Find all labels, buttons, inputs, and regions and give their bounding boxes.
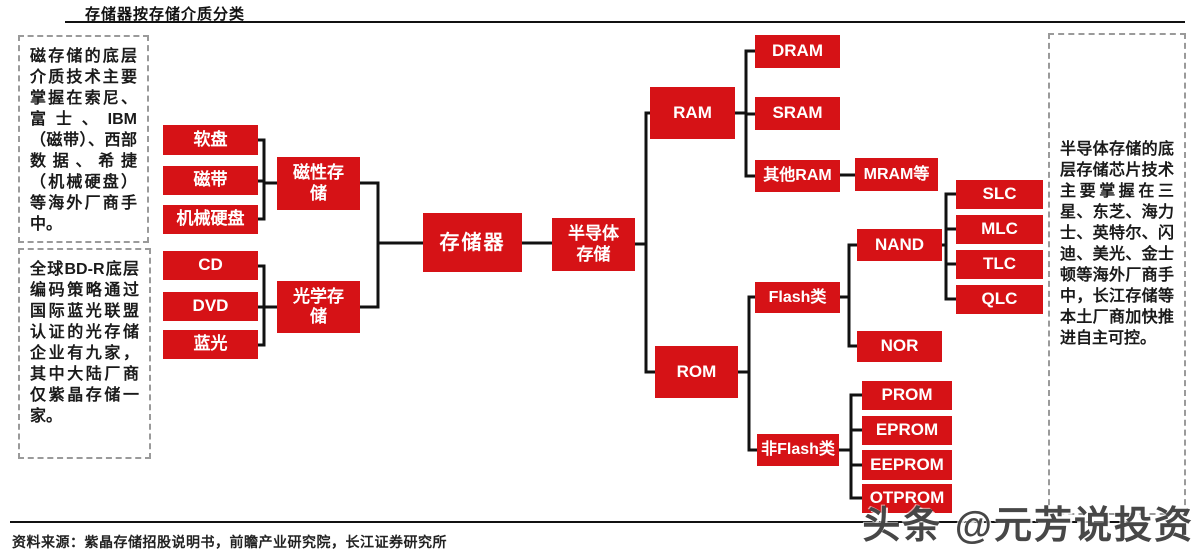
- node-qlc: QLC: [956, 285, 1043, 314]
- node-flash-type: Flash类: [755, 282, 840, 313]
- node-other-ram: 其他RAM: [755, 160, 840, 192]
- node-rom: ROM: [655, 346, 738, 398]
- node-tlc: TLC: [956, 250, 1043, 279]
- node-slc: SLC: [956, 180, 1043, 209]
- node-dram: DRAM: [755, 35, 840, 68]
- node-blu-ray: 蓝光: [163, 330, 258, 359]
- node-ram: RAM: [650, 87, 735, 139]
- node-mlc: MLC: [956, 215, 1043, 244]
- node-semiconductor-storage: 半导体存储: [552, 218, 635, 271]
- page-title: 存储器按存储介质分类: [85, 6, 246, 23]
- node-dvd: DVD: [163, 292, 258, 321]
- node-optical-storage: 光学存储: [277, 281, 360, 333]
- note-semiconductor-panel: 半导体存储的底层存储芯片技术主要掌握在三星、东芝、海力士、英特尔、闪迪、美光、金…: [1048, 33, 1186, 515]
- node-nor: NOR: [857, 331, 942, 362]
- note-semiconductor-text: 半导体存储的底层存储芯片技术主要掌握在三星、东芝、海力士、英特尔、闪迪、美光、金…: [1060, 140, 1174, 347]
- node-eprom: EPROM: [862, 416, 952, 445]
- node-otprom: OTPROM: [862, 484, 952, 513]
- footer-rule: [10, 521, 1132, 523]
- toutiao-watermark: 头条 @元芳说投资: [862, 505, 1194, 547]
- note-magnetic-panel: 磁存储的底层介质技术主要掌握在索尼、富士、IBM（磁带）、西部数据、希捷（机械硬…: [18, 35, 149, 243]
- node-hdd: 机械硬盘: [163, 205, 258, 234]
- node-sram: SRAM: [755, 97, 840, 130]
- node-prom: PROM: [862, 381, 952, 410]
- note-optical-panel: 全球BD-R底层编码策略通过国际蓝光联盟认证的光存储企业有九家，其中大陆厂商仅紫…: [18, 248, 151, 459]
- node-non-flash-type: 非Flash类: [757, 434, 839, 466]
- node-cd: CD: [163, 251, 258, 280]
- node-mram: MRAM等: [855, 158, 938, 191]
- node-floppy-disk: 软盘: [163, 125, 258, 155]
- node-magnetic-tape: 磁带: [163, 166, 258, 195]
- node-memory-root: 存储器: [423, 213, 522, 272]
- title-underline: [65, 21, 1185, 23]
- note-magnetic-text: 磁存储的底层介质技术主要掌握在索尼、富士、IBM（磁带）、西部数据、希捷（机械硬…: [30, 48, 137, 233]
- note-optical-text: 全球BD-R底层编码策略通过国际蓝光联盟认证的光存储企业有九家，其中大陆厂商仅紫…: [30, 261, 139, 425]
- node-magnetic-storage: 磁性存储: [277, 157, 360, 210]
- node-eeprom: EEPROM: [862, 450, 952, 480]
- source-note: 资料来源：紫晶存储招股说明书，前瞻产业研究院，长江证券研究所: [12, 534, 447, 550]
- node-nand: NAND: [857, 229, 942, 261]
